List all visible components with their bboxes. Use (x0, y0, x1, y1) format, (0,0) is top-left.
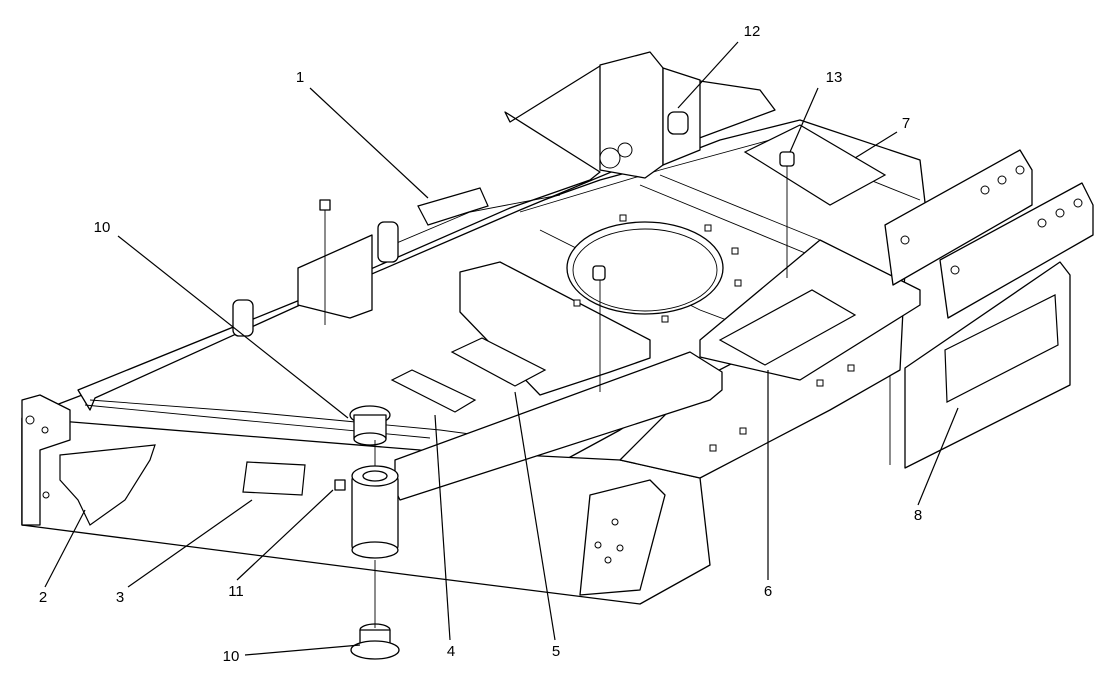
leader-10b (244, 644, 361, 656)
decal-6 (718, 289, 857, 366)
leader-8 (917, 407, 959, 506)
lower-side-plate (939, 182, 1094, 319)
decal-7 (743, 124, 887, 206)
leader-7 (854, 131, 898, 159)
callout-1: 1 (296, 69, 304, 86)
callout-8: 8 (914, 507, 922, 524)
decal-2 (59, 444, 156, 526)
center-opening-inner (572, 228, 718, 312)
decal-4 (390, 369, 477, 413)
callout-2: 2 (39, 589, 47, 606)
leader-13 (789, 87, 819, 153)
decal-1 (417, 187, 489, 226)
upper-side-plate (884, 149, 1033, 286)
left-end-bracket (21, 394, 71, 526)
studs (232, 111, 795, 337)
leader-10a (117, 235, 349, 419)
pivot-assembly (334, 405, 400, 660)
callout-13: 13 (826, 69, 843, 86)
decal-8 (944, 294, 1059, 403)
leader-12 (677, 41, 739, 109)
callout-3: 3 (116, 589, 124, 606)
assembly-guide-lines (324, 166, 788, 628)
center-opening (566, 221, 724, 315)
leader-lines (44, 41, 959, 656)
callout-labels: 1 2 3 4 5 6 7 8 10 10 11 12 13 (39, 23, 922, 665)
leader-3 (127, 499, 253, 588)
slot-holes (573, 214, 855, 452)
decal-5 (450, 337, 547, 387)
leader-5 (514, 391, 556, 641)
right-side-plates (884, 149, 1094, 469)
callout-11: 11 (228, 583, 244, 600)
callout-12: 12 (744, 23, 761, 40)
leader-11 (236, 489, 334, 581)
center-plate (459, 261, 651, 396)
decal-3 (242, 461, 306, 496)
leader-4 (434, 414, 451, 641)
left-mount-bracket (297, 234, 373, 319)
callout-5: 5 (552, 643, 560, 660)
callout-7: 7 (902, 115, 910, 132)
leader-1 (309, 87, 429, 199)
callout-10-upper: 10 (94, 219, 111, 236)
leader-2 (44, 509, 86, 588)
front-right-bracket (579, 479, 666, 596)
callout-6: 6 (764, 583, 772, 600)
callout-4: 4 (447, 643, 455, 660)
callout-10-lower: 10 (223, 648, 240, 665)
